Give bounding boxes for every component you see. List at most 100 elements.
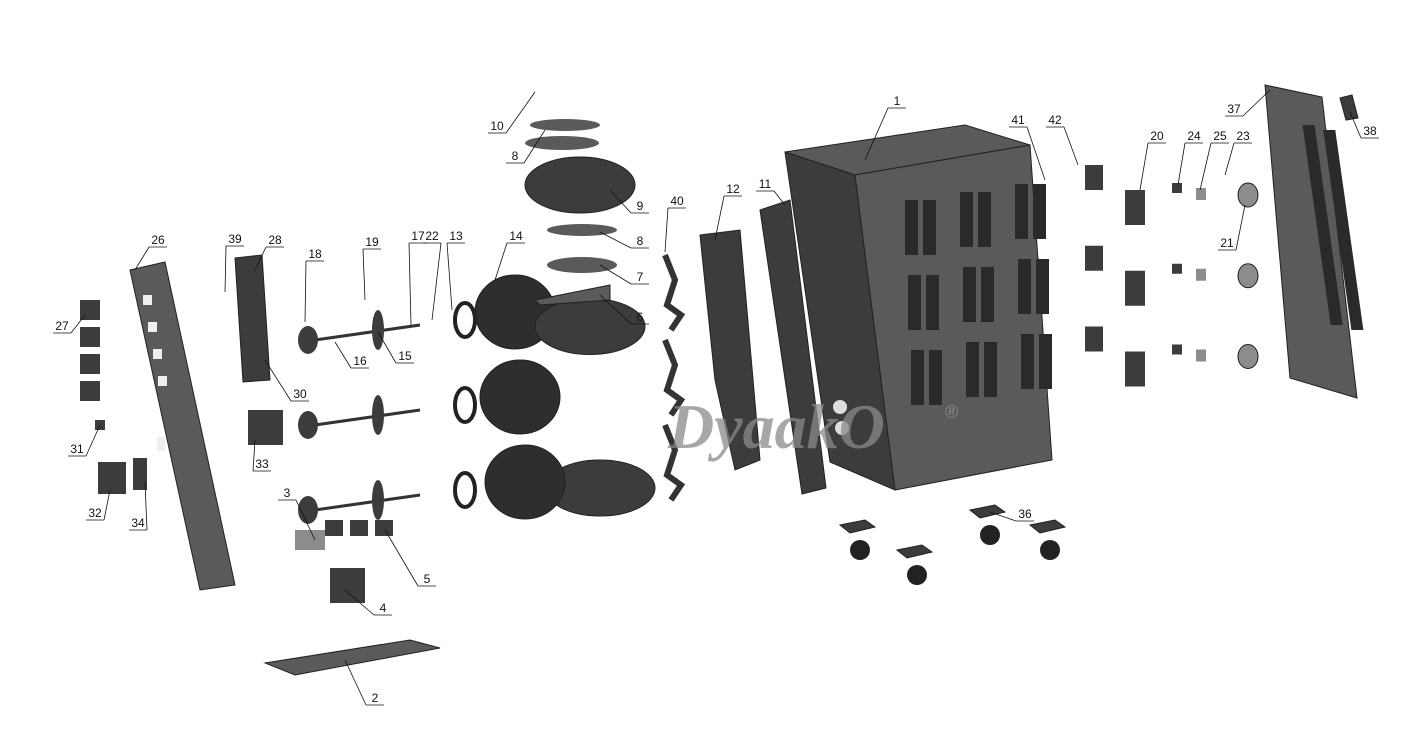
part-number: 8 (637, 234, 644, 248)
blower (534, 298, 646, 355)
part-label-23: 23 (1224, 129, 1252, 176)
motor (298, 496, 318, 524)
part-number: 15 (398, 349, 412, 363)
cabinet-vent (923, 200, 936, 255)
part-24 (1172, 183, 1182, 193)
part-number: 2 (372, 691, 379, 705)
part-number: 24 (1187, 129, 1201, 143)
part-label-18: 18 (304, 247, 324, 323)
caster-plate (838, 519, 877, 534)
part-number: 23 (1236, 129, 1250, 143)
leader-line (1199, 142, 1212, 191)
impeller-40 (662, 253, 686, 332)
plate-10 (525, 136, 599, 150)
part-label-11: 11 (756, 177, 786, 206)
leader-line (1063, 126, 1079, 166)
part-number: 5 (424, 572, 431, 586)
part-42 (1085, 245, 1103, 271)
part-number: 34 (131, 516, 145, 530)
door-window (143, 295, 152, 305)
part-label-6: 6 (599, 294, 649, 325)
part-24 (1172, 344, 1182, 355)
part-label-30: 30 (264, 359, 309, 402)
part-5 (350, 520, 368, 536)
door-window (158, 376, 167, 386)
part-label-16: 16 (334, 341, 369, 369)
caster-plate (1028, 519, 1067, 534)
knob-27 (80, 354, 100, 374)
part-label-39: 39 (224, 232, 244, 293)
leader-line (1026, 126, 1046, 181)
part-number: 40 (670, 194, 684, 208)
leader-line (431, 242, 442, 321)
blower (524, 156, 636, 214)
part-label-31: 31 (68, 424, 101, 457)
leader-line (264, 359, 292, 402)
cabinet-hole (835, 421, 849, 435)
watermark-logo: DyaakO (667, 391, 885, 462)
part-label-3: 3 (278, 486, 316, 541)
cabinet-vent (905, 200, 918, 255)
side-panel-vent (1323, 130, 1364, 330)
part-number: 39 (228, 232, 242, 246)
part-number: 20 (1150, 129, 1164, 143)
leader-line (523, 129, 546, 164)
impeller-40 (662, 423, 686, 502)
cabinet-hole (833, 400, 847, 414)
leader-line (1139, 142, 1149, 191)
part-21 (1237, 182, 1259, 208)
part-label-27: 27 (53, 314, 86, 334)
ring (453, 471, 477, 509)
leader-line (1349, 111, 1362, 139)
motor (298, 411, 318, 439)
bottom-plate (263, 639, 441, 676)
door-window (148, 322, 157, 332)
part-number: 12 (726, 182, 740, 196)
impeller-40 (662, 338, 686, 417)
part-42 (1085, 326, 1103, 352)
cabinet-vent (960, 192, 973, 247)
leader-line (1235, 204, 1246, 251)
leader-line (134, 246, 150, 271)
part-34 (133, 458, 147, 490)
part-label-12: 12 (714, 182, 742, 241)
leader-line (295, 499, 316, 541)
part-number: 3 (284, 486, 291, 500)
part-label-13: 13 (446, 229, 465, 311)
leader-line (408, 242, 412, 326)
leader-line (989, 511, 1017, 522)
part-label-4: 4 (344, 589, 392, 616)
mounting-bar (759, 199, 827, 495)
leader-line (254, 246, 267, 271)
part-label-37: 37 (1225, 89, 1271, 117)
part-33 (248, 410, 283, 445)
part-number: 32 (88, 506, 102, 520)
part-label-40: 40 (664, 194, 686, 253)
shaft (314, 408, 421, 427)
part-label-1: 1 (864, 94, 906, 161)
part-label-36: 36 (989, 507, 1034, 522)
part-label-25: 25 (1199, 129, 1229, 191)
leader-line (377, 331, 397, 364)
part-number: 21 (1220, 236, 1234, 250)
part-20 (1125, 190, 1145, 225)
leader-line (334, 341, 352, 369)
part-number: 18 (308, 247, 322, 261)
part-number: 13 (449, 229, 463, 243)
cabinet-vent (984, 342, 997, 397)
cabinet-vent (908, 275, 921, 330)
part-label-7: 7 (599, 264, 649, 285)
part-number: 17 (411, 229, 425, 243)
part-24 (1172, 263, 1182, 274)
part-number: 9 (637, 199, 644, 213)
caster-wheel (850, 540, 870, 560)
door-window (157, 437, 165, 451)
plate-8 (530, 119, 600, 131)
part-label-8: 8 (599, 231, 649, 249)
switch-block (234, 254, 271, 383)
ring (453, 386, 477, 424)
part-number: 37 (1227, 102, 1241, 116)
leader-line (224, 245, 227, 293)
